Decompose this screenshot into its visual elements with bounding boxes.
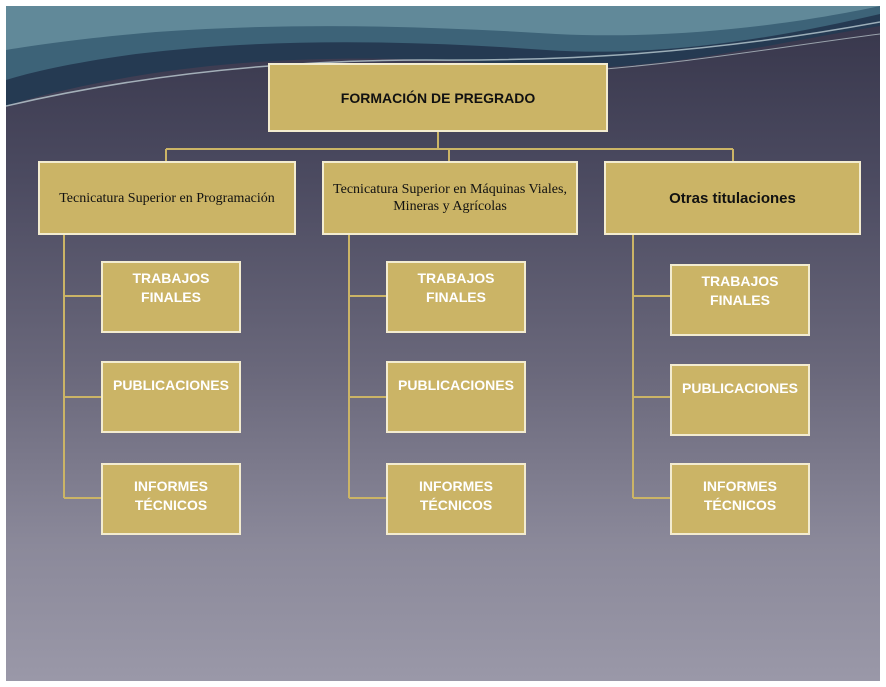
leaf-publicaciones: PUBLICACIONES: [101, 361, 241, 433]
program-node-otras: Otras titulaciones: [604, 161, 861, 235]
decorative-wave-banner: [6, 6, 880, 107]
leaf-informes-tecnicos: INFORMES TÉCNICOS: [670, 463, 810, 535]
leaf-trabajos-finales: TRABAJOS FINALES: [670, 264, 810, 336]
leaf-publicaciones: PUBLICACIONES: [386, 361, 526, 433]
tree-connectors: [63, 132, 734, 499]
leaf-informes-tecnicos: INFORMES TÉCNICOS: [101, 463, 241, 535]
program-node-programacion: Tecnicatura Superior en Programación: [38, 161, 296, 235]
slide: FORMACIÓN DE PREGRADO Tecnicatura Superi…: [6, 6, 880, 681]
leaf-trabajos-finales: TRABAJOS FINALES: [101, 261, 241, 333]
leaf-publicaciones: PUBLICACIONES: [670, 364, 810, 436]
leaf-trabajos-finales: TRABAJOS FINALES: [386, 261, 526, 333]
leaf-informes-tecnicos: INFORMES TÉCNICOS: [386, 463, 526, 535]
root-node: FORMACIÓN DE PREGRADO: [268, 63, 608, 132]
program-node-maquinas: Tecnicatura Superior en Máquinas Viales,…: [322, 161, 578, 235]
